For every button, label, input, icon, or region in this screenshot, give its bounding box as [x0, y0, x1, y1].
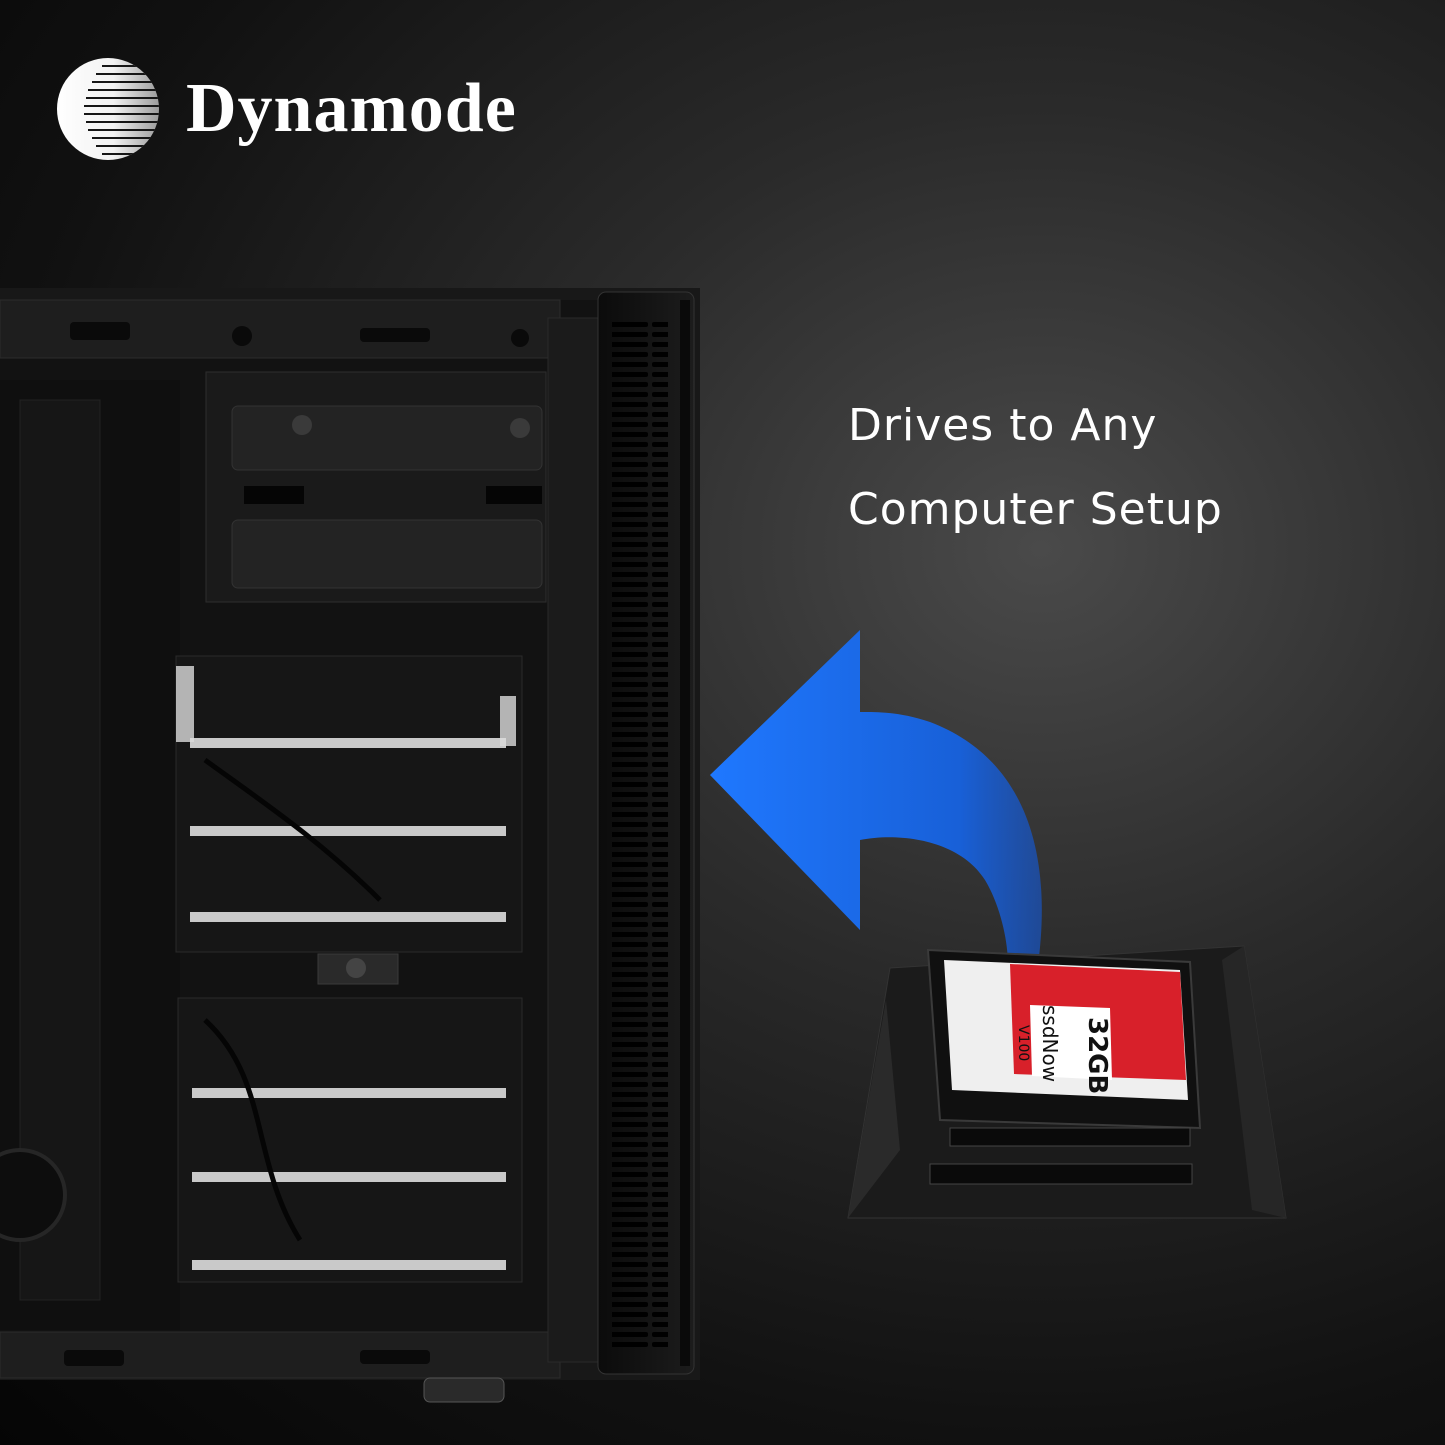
computer-case: [0, 288, 700, 1403]
ssd-adapter-bracket: [847, 945, 1287, 1219]
striped-globe-icon: [57, 58, 159, 160]
feature-caption: Drives to Any Computer Setup: [848, 384, 1223, 552]
caption-line-2: Computer Setup: [848, 484, 1223, 535]
caption-line-1: Drives to Any: [848, 400, 1158, 451]
curved-arrow-icon: [710, 630, 1042, 965]
brand-name: Dynamode: [186, 70, 517, 147]
hdd-cage-lower: [177, 997, 523, 1283]
brand-logo: Dynamode: [56, 56, 517, 162]
optical-drive-bays: [205, 371, 547, 603]
hdd-cage-upper: [175, 655, 523, 953]
ssd-drive: [944, 960, 1188, 1100]
ssd-brand-label: ssdNow: [1038, 1005, 1062, 1082]
ssd-capacity-label: 32GB: [1082, 1017, 1112, 1094]
ssd-model-label: V100: [1015, 1025, 1031, 1061]
